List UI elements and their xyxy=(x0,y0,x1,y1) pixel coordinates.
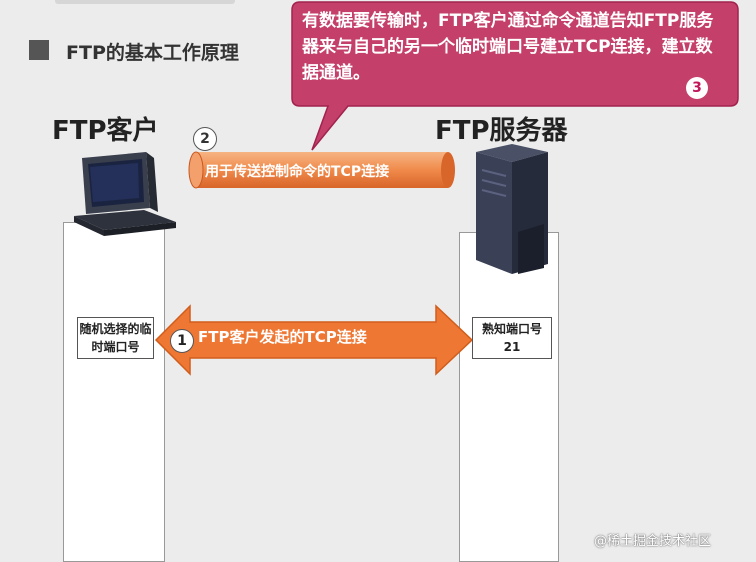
client-port-box: 随机选择的临时端口号 xyxy=(77,317,154,359)
client-lifeline xyxy=(63,222,165,562)
title-bullet-square xyxy=(29,40,49,60)
step-3-badge: 3 xyxy=(686,77,708,99)
cropped-header-bar xyxy=(55,0,235,4)
control-connection-pipe xyxy=(188,151,455,189)
control-connection-label: 用于传送控制命令的TCP连接 xyxy=(205,164,390,180)
computer-icon xyxy=(74,152,176,236)
watermark: @稀土掘金技术社区 xyxy=(594,534,712,549)
tcp-connection-label: FTP客户发起的TCP连接 xyxy=(198,328,367,346)
client-title: FTP客户 xyxy=(52,116,159,146)
server-title: FTP服务器 xyxy=(435,116,568,146)
callout-text: 有数据要传输时，FTP客户通过命令通道告知FTP服务器来与自己的另一个临时端口号… xyxy=(302,11,714,83)
server-port-box: 熟知端口号 21 xyxy=(472,317,552,359)
server-port-number: 21 xyxy=(503,340,521,354)
step-1-badge: 1 xyxy=(170,329,194,353)
server-port-label: 熟知端口号 xyxy=(481,322,542,336)
client-port-label: 随机选择的临时端口号 xyxy=(79,322,152,354)
server-icon xyxy=(476,144,548,274)
page-title: FTP的基本工作原理 xyxy=(66,42,239,64)
step-2-badge: 2 xyxy=(193,127,217,151)
